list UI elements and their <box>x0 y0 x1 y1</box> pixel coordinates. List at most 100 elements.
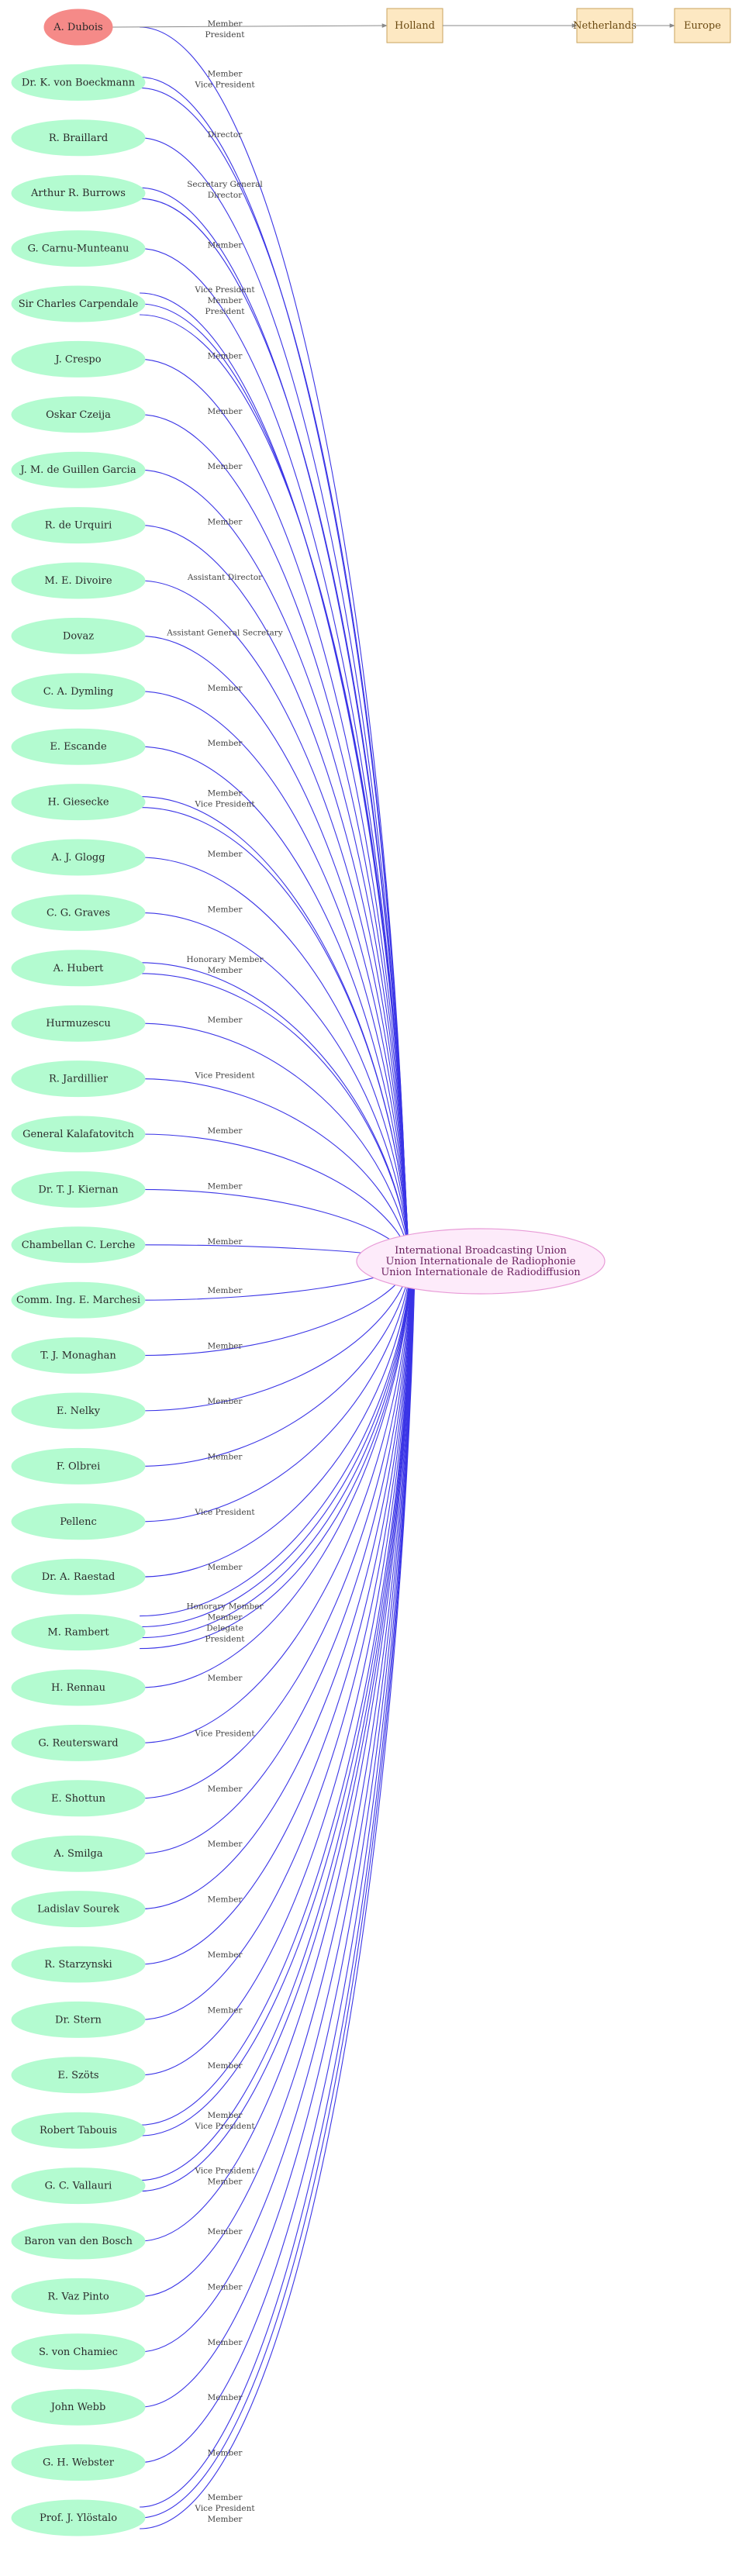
edge-label-a-j-glogg-0: Member <box>208 850 243 859</box>
person-node-r-de-urquiri[interactable]: R. de Urquiri <box>11 507 146 544</box>
person-node-john-webb[interactable]: John Webb <box>11 2388 146 2426</box>
person-node-j-m-de-guillen-garcia[interactable]: J. M. de Guillen Garcia <box>11 451 146 488</box>
person-node-r-braillard[interactable]: R. Braillard <box>11 119 146 157</box>
edge-a-hubert-1 <box>140 973 412 1260</box>
person-ellipse <box>11 1392 146 1429</box>
person-node-e-szots[interactable]: E. Szöts <box>11 2057 146 2094</box>
person-ellipse <box>11 2499 146 2536</box>
edge-pellenc-0 <box>140 1262 413 1522</box>
edge-ladislav-sourek-0 <box>140 1266 416 1910</box>
person-node-oskar-czeija[interactable]: Oskar Czeija <box>11 396 146 433</box>
edge-label-john-webb-0: Member <box>208 2393 243 2402</box>
person-node-j-crespo[interactable]: J. Crespo <box>11 340 146 378</box>
person-node-sir-charles-carpendale[interactable]: Sir Charles Carpendale <box>11 285 146 322</box>
chain-box <box>576 8 633 43</box>
edge-label-sir-charles-carpendale-2: President <box>205 307 246 316</box>
edge-c-a-dymling-0 <box>140 691 412 1257</box>
person-ellipse <box>11 2388 146 2426</box>
person-node-c-a-dymling[interactable]: C. A. Dymling <box>11 673 146 710</box>
person-ellipse <box>11 340 146 378</box>
person-node-h-rennau[interactable]: H. Rennau <box>11 1669 146 1706</box>
person-ellipse <box>11 1503 146 1540</box>
edge-arthur-r-burrows-1 <box>140 198 410 1253</box>
person-node-c-g-graves[interactable]: C. G. Graves <box>11 894 146 931</box>
edge-label-dovaz-0: Assistant General Secretary <box>166 628 282 637</box>
person-ellipse <box>11 839 146 876</box>
person-ellipse <box>11 1116 146 1153</box>
chain-node-europe[interactable]: Europe <box>674 8 731 43</box>
edge-label-g-reutersward-0: Vice President <box>194 1729 255 1738</box>
edge-label-g-c-vallauri-0: Vice President <box>194 2167 255 2176</box>
person-node-m-rambert[interactable]: M. Rambert <box>11 1614 146 1651</box>
person-node-dr-stern[interactable]: Dr. Stern <box>11 2001 146 2038</box>
edge-j-m-de-guillen-garcia-0 <box>140 469 411 1255</box>
edge-label-m-rambert-1: Member <box>208 1613 243 1623</box>
edge-h-rennau-0 <box>140 1264 415 1688</box>
person-node-e-escande[interactable]: E. Escande <box>11 728 146 765</box>
edge-label-m-rambert-3: President <box>205 1635 246 1644</box>
person-node-t-j-monaghan[interactable]: T. J. Monaghan <box>11 1337 146 1374</box>
edge-label-hurmuzescu-0: Member <box>208 1016 243 1025</box>
person-node-f-olbrei[interactable]: F. Olbrei <box>11 1447 146 1485</box>
person-node-r-vaz-pinto[interactable]: R. Vaz Pinto <box>11 2278 146 2315</box>
person-node-hurmuzescu[interactable]: Hurmuzescu <box>11 1005 146 1042</box>
edge-g-c-vallauri-1 <box>140 1269 416 2192</box>
person-node-dr-t-j-kiernan[interactable]: Dr. T. J. Kiernan <box>11 1171 146 1208</box>
edge-label-baron-van-den-bosch-0: Member <box>208 2227 243 2236</box>
person-node-g-reutersward[interactable]: G. Reutersward <box>11 1724 146 1761</box>
person-node-comm-ing-e-marchesi[interactable]: Comm. Ing. E. Marchesi <box>11 1281 146 1319</box>
person-label: H. Giesecke <box>47 797 109 809</box>
person-node-s-von-chamiec[interactable]: S. von Chamiec <box>11 2333 146 2371</box>
person-node-g-carnu-munteanu[interactable]: G. Carnu-Munteanu <box>11 230 146 267</box>
chain-node-holland[interactable]: Holland <box>386 8 443 43</box>
edge-label-s-von-chamiec-0: Member <box>208 2338 243 2347</box>
person-node-general-kalafatovitch[interactable]: General Kalafatovitch <box>11 1116 146 1153</box>
person-node-a-dubois[interactable]: A. Dubois <box>43 9 113 46</box>
edge-label-c-g-graves-0: Member <box>208 905 243 914</box>
person-node-r-starzynski[interactable]: R. Starzynski <box>11 1946 146 1983</box>
chain-node-netherlands[interactable]: Netherlands <box>573 8 637 43</box>
person-label: Dovaz <box>63 630 94 642</box>
edge-label-h-rennau-0: Member <box>208 1674 243 1683</box>
person-label: Arthur R. Burrows <box>30 188 126 199</box>
person-ellipse <box>11 950 146 987</box>
person-node-ladislav-sourek[interactable]: Ladislav Sourek <box>11 1891 146 1928</box>
edge-label-dr-k-von-boeckmann-1: Vice President <box>194 80 255 89</box>
person-label: A. Dubois <box>53 22 102 33</box>
person-ellipse <box>11 1447 146 1485</box>
edge-e-nelky-0 <box>140 1261 412 1412</box>
edge-c-g-graves-0 <box>140 912 412 1259</box>
person-node-a-hubert[interactable]: A. Hubert <box>11 950 146 987</box>
person-node-baron-van-den-bosch[interactable]: Baron van den Bosch <box>11 2223 146 2260</box>
person-node-a-smilga[interactable]: A. Smilga <box>11 1835 146 1872</box>
person-node-g-c-vallauri[interactable]: G. C. Vallauri <box>11 2167 146 2205</box>
person-node-dovaz[interactable]: Dovaz <box>11 617 146 654</box>
person-ellipse <box>11 1171 146 1208</box>
person-node-pellenc[interactable]: Pellenc <box>11 1503 146 1540</box>
person-node-chambellan-c-lerche[interactable]: Chambellan C. Lerche <box>11 1226 146 1264</box>
edge-dr-k-von-boeckmann-1 <box>140 87 410 1251</box>
person-ellipse <box>11 673 146 710</box>
edge-h-giesecke-1 <box>140 807 412 1258</box>
edge-label-dr-t-j-kiernan-0: Member <box>208 1181 243 1191</box>
edge-e-szots-0 <box>140 1267 416 2076</box>
person-ellipse <box>11 1724 146 1761</box>
edge-sir-charles-carpendale-2 <box>140 314 411 1254</box>
person-ellipse <box>11 1891 146 1928</box>
person-node-dr-k-von-boeckmann[interactable]: Dr. K. von Boeckmann <box>11 64 146 101</box>
person-node-h-giesecke[interactable]: H. Giesecke <box>11 784 146 821</box>
edge-label-f-olbrei-0: Member <box>208 1452 243 1461</box>
person-node-robert-tabouis[interactable]: Robert Tabouis <box>11 2112 146 2149</box>
person-node-e-shottun[interactable]: E. Shottun <box>11 1780 146 1817</box>
person-label: H. Rennau <box>51 1682 105 1694</box>
person-node-dr-a-raestad[interactable]: Dr. A. Raestad <box>11 1558 146 1595</box>
person-node-a-j-glogg[interactable]: A. J. Glogg <box>11 839 146 876</box>
person-node-r-jardillier[interactable]: R. Jardillier <box>11 1060 146 1098</box>
person-node-g-h-webster[interactable]: G. H. Webster <box>11 2444 146 2481</box>
person-node-e-nelky[interactable]: E. Nelky <box>11 1392 146 1429</box>
person-node-m-e-divoire[interactable]: M. E. Divoire <box>11 562 146 599</box>
person-node-arthur-r-burrows[interactable]: Arthur R. Burrows <box>11 174 146 212</box>
hub-label-line-3: Union Internationale de Radiodiffusion <box>381 1267 581 1278</box>
person-node-prof-j-ylostalo[interactable]: Prof. J. Ylöstalo <box>11 2499 146 2536</box>
